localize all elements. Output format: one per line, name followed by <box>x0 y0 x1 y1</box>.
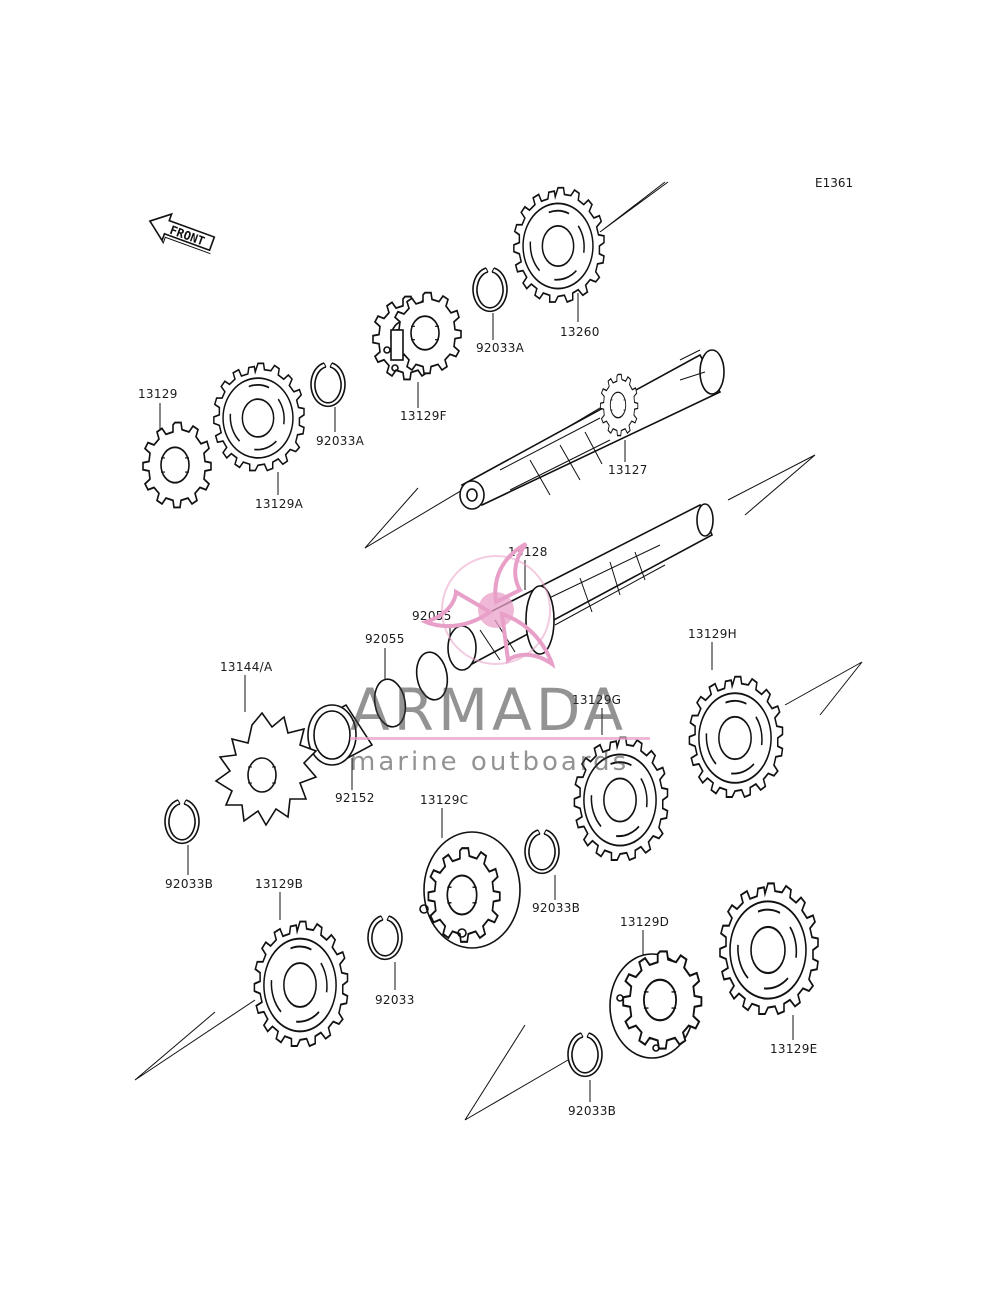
gear-13129[interactable] <box>142 421 212 509</box>
gear-13129E[interactable] <box>718 882 820 1016</box>
gear-13129B[interactable] <box>253 920 349 1047</box>
lower-axis-line <box>134 999 256 1081</box>
upper-axis-line <box>364 487 419 549</box>
label-13129F[interactable]: 13129F <box>400 409 447 423</box>
label-13129A[interactable]: 13129A <box>255 497 304 511</box>
watermark-tagline: marine outboards <box>350 747 629 777</box>
label-92055-1[interactable]: 92055 <box>365 632 405 646</box>
gear-13129F[interactable] <box>372 291 462 381</box>
label-92033[interactable]: 92033 <box>375 993 415 1007</box>
label-13129C[interactable]: 13129C <box>420 793 468 807</box>
label-13129H[interactable]: 13129H <box>688 627 737 641</box>
watermark: ARMADA marine outboards <box>350 542 650 777</box>
label-13129E[interactable]: 13129E <box>770 1042 818 1056</box>
front-direction-arrow-icon: FRONT <box>148 212 216 255</box>
label-13129B[interactable]: 13129B <box>255 877 303 891</box>
label-92033A-1[interactable]: 92033A <box>316 434 365 448</box>
label-92033A-2[interactable]: 92033A <box>476 341 525 355</box>
label-92152[interactable]: 92152 <box>335 791 375 805</box>
propeller-logo-icon <box>420 542 556 669</box>
label-13144A[interactable]: 13144/A <box>220 660 273 674</box>
label-13260[interactable]: 13260 <box>560 325 600 339</box>
gear-13129H[interactable] <box>688 675 784 798</box>
gear-13260[interactable] <box>512 186 605 303</box>
gear-13129D[interactable] <box>609 950 703 1059</box>
circlip-92033[interactable] <box>367 915 403 961</box>
diagram-reference-code: E1361 <box>815 176 853 190</box>
label-13129D[interactable]: 13129D <box>620 915 669 929</box>
circlip-92033B-2[interactable] <box>524 829 560 875</box>
label-92033B-3[interactable]: 92033B <box>568 1104 616 1118</box>
circlip-92033B-3[interactable] <box>567 1032 603 1078</box>
label-92033B-2[interactable]: 92033B <box>532 901 580 915</box>
circlip-92033B-1[interactable] <box>164 799 200 845</box>
circlip-92033A-1[interactable] <box>310 362 346 408</box>
watermark-underline <box>350 737 650 740</box>
label-13127[interactable]: 13127 <box>608 463 648 477</box>
label-13129G[interactable]: 13129G <box>572 693 621 707</box>
shaft-13127[interactable] <box>459 349 725 510</box>
label-13129[interactable]: 13129 <box>138 387 178 401</box>
middle-axis-line <box>727 454 816 516</box>
sprocket-13144A[interactable] <box>214 711 318 827</box>
label-92033B-1[interactable]: 92033B <box>165 877 213 891</box>
shaft-13128[interactable] <box>447 503 714 671</box>
circlip-92033A-2[interactable] <box>472 267 508 313</box>
watermark-brand: ARMADA <box>350 676 627 744</box>
gear-13129C[interactable] <box>419 831 521 949</box>
collar-92152[interactable] <box>307 703 374 766</box>
gear-13129A[interactable] <box>212 362 305 472</box>
